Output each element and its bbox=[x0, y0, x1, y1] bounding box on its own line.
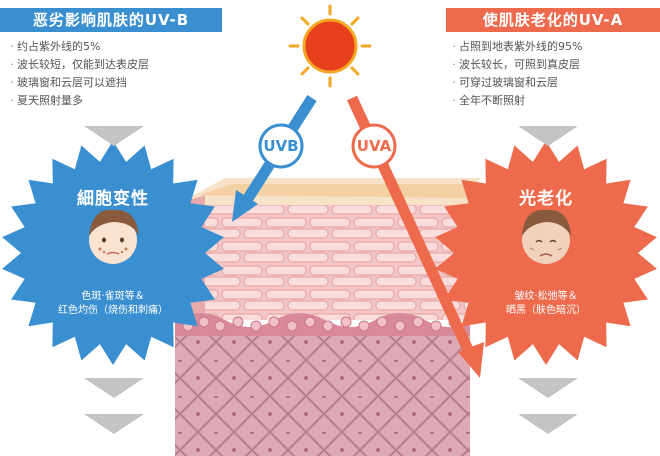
skin-cross-section bbox=[175, 178, 480, 456]
uva-fact: 占照到地表紫外线的95% bbox=[452, 38, 582, 56]
uva-fact: 全年不断照射 bbox=[452, 92, 582, 110]
uvb-ray-arrow bbox=[232, 95, 317, 222]
uva-facts-list: 占照到地表紫外线的95% 波长较长，可照到真皮层 可穿过玻璃窗和云层 全年不断照… bbox=[452, 38, 582, 110]
left-burst-caption-line: 色斑·雀斑等＆ bbox=[81, 291, 145, 302]
face-spots-icon bbox=[89, 209, 139, 264]
uvb-fact: 约占紫外线的5% bbox=[10, 38, 149, 56]
sun-icon bbox=[288, 4, 372, 88]
uvb-facts-list: 约占紫外线的5% 波长较短，仅能到达表皮层 玻璃窗和云层可以遮挡 夏天照射量多 bbox=[10, 38, 149, 110]
uvb-title-banner: 恶劣影响肌肤的UV-B bbox=[0, 8, 222, 32]
uva-ray-arrow bbox=[347, 95, 484, 378]
uvb-fact: 玻璃窗和云层可以遮挡 bbox=[10, 74, 149, 92]
dermis-layer bbox=[175, 336, 470, 456]
uvb-fact: 夏天照射量多 bbox=[10, 92, 149, 110]
uva-label: UVA bbox=[356, 137, 392, 155]
chevron-down-icon bbox=[84, 126, 578, 434]
left-burst-caption-line: 红色灼伤（烧伤和刺痛） bbox=[58, 305, 168, 316]
epidermis-layer bbox=[175, 205, 470, 320]
uva-fact: 可穿过玻璃窗和云层 bbox=[452, 74, 582, 92]
right-burst-caption-line: 晒黑（肤色暗沉） bbox=[506, 305, 586, 316]
right-burst-caption: 皱纹·松弛等＆ 晒黑（肤色暗沉） bbox=[476, 290, 616, 318]
right-burst-caption-line: 皱纹·松弛等＆ bbox=[514, 291, 578, 302]
left-burst-caption: 色斑·雀斑等＆ 红色灼伤（烧伤和刺痛） bbox=[43, 290, 183, 318]
right-burst-title: 光老化 bbox=[519, 189, 573, 209]
uvb-label: UVB bbox=[263, 137, 299, 155]
uvb-fact: 波长较短，仅能到达表皮层 bbox=[10, 56, 149, 74]
uva-title-banner: 使肌肤老化的UV-A bbox=[446, 8, 660, 32]
left-burst-title: 細胞变性 bbox=[77, 189, 149, 209]
uva-fact: 波长较长，可照到真皮层 bbox=[452, 56, 582, 74]
face-aged-icon bbox=[522, 209, 571, 264]
